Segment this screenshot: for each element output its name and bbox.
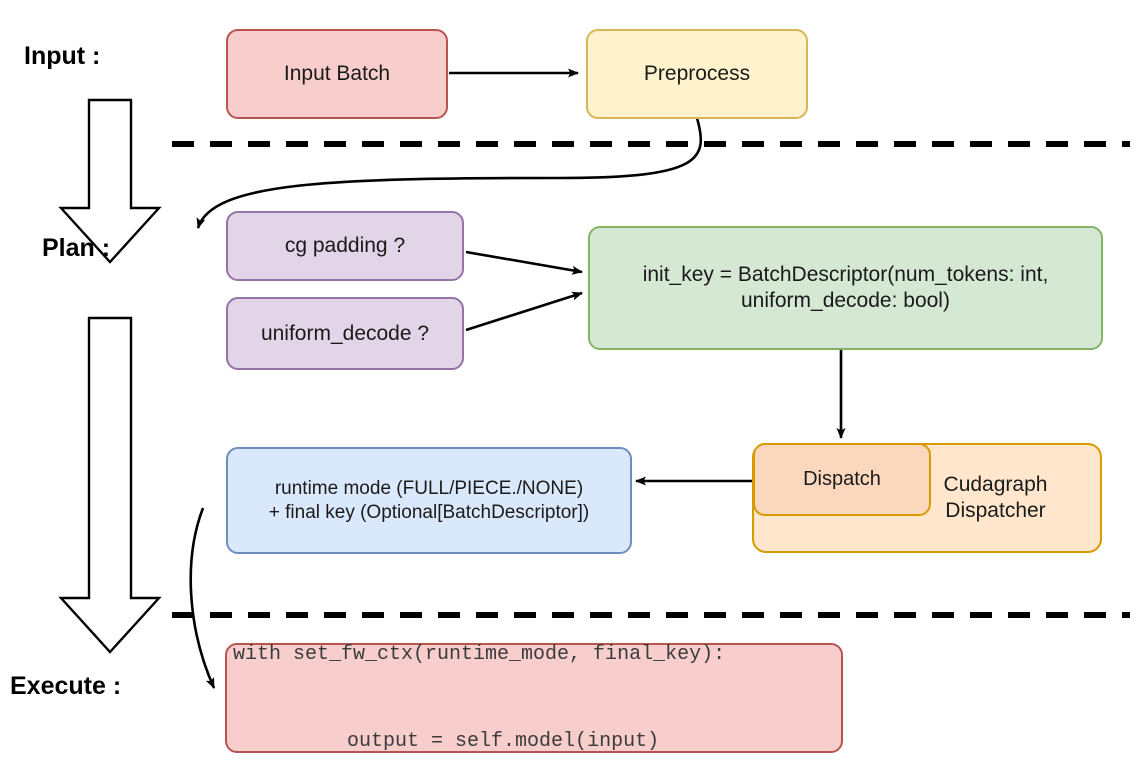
node-uniform-decode-label: uniform_decode ? — [260, 321, 430, 345]
uniform-decode-to-init-key-arrow — [465, 291, 583, 332]
plan-to-execute-arrow — [58, 316, 162, 654]
node-exec-code[interactable]: with set_fw_ctx(runtime_mode, final_key)… — [225, 643, 843, 753]
node-input-batch[interactable]: Input Batch — [226, 29, 448, 119]
stage-label-plan: Plan : — [42, 234, 111, 262]
cg-padding-to-init-key-arrow — [465, 250, 583, 275]
node-preprocess-label: Preprocess — [643, 62, 751, 86]
node-input-batch-label: Input Batch — [283, 62, 391, 86]
node-runtime-mode-label: runtime mode (FULL/PIECE./NONE) + final … — [268, 478, 590, 523]
exec-code-line-2: output = self.model(input) — [299, 730, 660, 753]
node-preprocess[interactable]: Preprocess — [586, 29, 808, 119]
node-init-key[interactable]: init_key = BatchDescriptor(num_tokens: i… — [588, 226, 1103, 350]
node-cudagraph-dispatcher-label: Cudagraph Dispatcher — [943, 473, 1048, 522]
exec-code-line-1: with set_fw_ctx(runtime_mode, final_key)… — [233, 643, 726, 666]
node-uniform-decode[interactable]: uniform_decode ? — [226, 297, 464, 370]
stage-label-execute: Execute : — [10, 672, 122, 700]
exec-code-block: with set_fw_ctx(runtime_mode, final_key)… — [233, 582, 725, 770]
node-init-key-label: init_key = BatchDescriptor(num_tokens: i… — [642, 263, 1049, 312]
node-dispatch-label: Dispatch — [803, 468, 881, 491]
runtime-mode-to-exec-code-arrow — [189, 507, 216, 689]
node-dispatch[interactable]: Dispatch — [753, 443, 931, 516]
node-cg-padding-label: cg padding ? — [284, 234, 406, 258]
node-runtime-mode[interactable]: runtime mode (FULL/PIECE./NONE) + final … — [226, 447, 632, 554]
node-cg-padding[interactable]: cg padding ? — [226, 211, 464, 281]
stage-label-input: Input : — [24, 42, 101, 70]
